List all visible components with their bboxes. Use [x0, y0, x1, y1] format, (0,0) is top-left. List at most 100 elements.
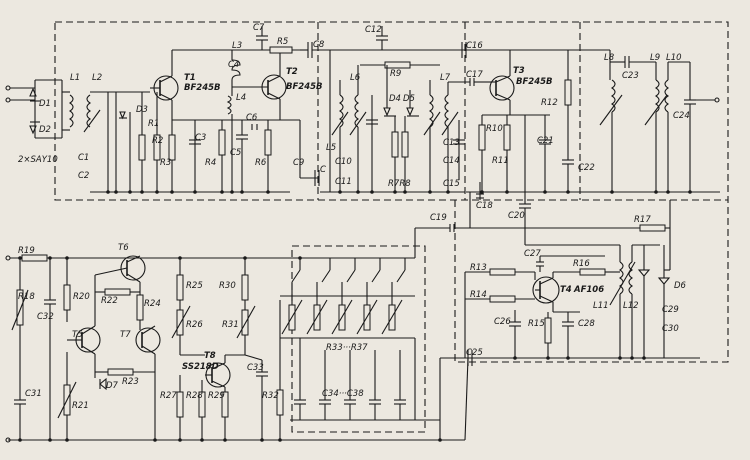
label-T2-type: BF245B — [286, 82, 323, 92]
label-D1: D1 — [39, 99, 51, 109]
label-D7: D7 — [106, 381, 119, 391]
label-R23: R23 — [122, 377, 139, 387]
label-R4: R4 — [205, 158, 216, 168]
label-T3-type: BF245B — [516, 77, 553, 87]
label-R14: R14 — [470, 290, 487, 300]
label-R7R8: R7R8 — [388, 179, 411, 189]
label-L11: L11 — [593, 301, 609, 311]
label-R32: R32 — [262, 391, 279, 401]
label-L4: L4 — [236, 93, 246, 103]
preset-shield — [291, 245, 426, 433]
label-C17: C17 — [466, 70, 483, 80]
label-C2: C2 — [78, 171, 89, 181]
label-L7: L7 — [440, 73, 451, 83]
label-D6: D6 — [674, 281, 687, 291]
label-C20: C20 — [508, 211, 525, 221]
label-R5: R5 — [277, 37, 288, 47]
label-R10: R10 — [486, 124, 503, 134]
label-L3: L3 — [232, 41, 242, 51]
label-C14: C14 — [443, 156, 460, 166]
label-R28: R28 — [186, 391, 203, 401]
label-L1: L1 — [70, 73, 80, 83]
label-L8: L8 — [604, 53, 615, 63]
label-T1: T1 — [184, 73, 196, 83]
label-D5: D5 — [403, 94, 415, 104]
label-C24: C24 — [673, 111, 690, 121]
label-C3: C3 — [195, 133, 206, 143]
label-R29: R29 — [208, 391, 225, 401]
label-C1: C1 — [78, 153, 89, 163]
label-C6: C6 — [246, 113, 258, 123]
label-T8: T8 — [204, 351, 216, 361]
label-T7: T7 — [120, 330, 131, 340]
label-R18: R18 — [18, 292, 35, 302]
label-diode-pair: 2×SAY10 — [18, 155, 58, 165]
label-T1-type: BF245B — [184, 83, 221, 93]
label-R15: R15 — [528, 319, 545, 329]
label-C11: C11 — [335, 177, 352, 187]
label-C18: C18 — [476, 201, 493, 211]
label-R25: R25 — [186, 281, 203, 291]
label-R24: R24 — [144, 299, 161, 309]
label-T4: T4 — [560, 285, 572, 295]
label-R26: R26 — [186, 320, 203, 330]
label-R2: R2 — [152, 136, 163, 146]
label-R11: R11 — [492, 156, 509, 166]
label-C7: C7 — [253, 23, 265, 33]
label-R6: R6 — [255, 158, 267, 168]
label-C8: C8 — [313, 40, 325, 50]
label-C34C38: C34···C38 — [322, 389, 364, 399]
label-R21: R21 — [72, 401, 89, 411]
label-R19: R19 — [18, 246, 35, 256]
label-C30: C30 — [662, 324, 679, 334]
mixer-section — [138, 26, 330, 192]
label-C9: C9 — [293, 158, 304, 168]
label-C28: C28 — [578, 319, 595, 329]
label-C: C — [320, 165, 326, 175]
label-L2: L2 — [92, 73, 102, 83]
label-R12: R12 — [541, 98, 558, 108]
label-C4: C4 — [228, 60, 239, 70]
label-R20: R20 — [73, 292, 90, 302]
label-C32: C32 — [37, 312, 54, 322]
component-labels: D1 D2 2×SAY10 L1 L2 D3 C1 C2 T1 BF245B T… — [18, 23, 690, 411]
label-R3: R3 — [160, 158, 171, 168]
label-T2: T2 — [286, 67, 298, 77]
label-L12: L12 — [623, 301, 639, 311]
rf-filter-section — [320, 26, 510, 193]
label-T5: T5 — [72, 330, 83, 340]
label-C21: C21 — [537, 136, 554, 146]
label-R1: R1 — [148, 119, 159, 129]
label-T6: T6 — [118, 243, 129, 253]
label-R31: R31 — [222, 320, 239, 330]
label-T3: T3 — [513, 66, 525, 76]
label-R27: R27 — [160, 391, 177, 401]
label-R30: R30 — [219, 281, 236, 291]
label-C5: C5 — [230, 148, 241, 158]
label-L6: L6 — [350, 73, 361, 83]
label-L10: L10 — [666, 53, 682, 63]
label-C13: C13 — [443, 138, 460, 148]
label-C29: C29 — [662, 305, 679, 315]
label-C31: C31 — [25, 389, 42, 399]
label-R16: R16 — [573, 259, 590, 269]
label-D3: D3 — [136, 105, 148, 115]
label-C22: C22 — [578, 163, 595, 173]
label-C27: C27 — [524, 249, 541, 259]
label-T4-type: AF106 — [573, 285, 604, 295]
label-R33R37: R33···R37 — [326, 343, 368, 353]
label-L5: L5 — [326, 143, 336, 153]
preset-switch-section — [280, 258, 468, 440]
label-R22: R22 — [101, 296, 118, 306]
label-C16: C16 — [466, 41, 483, 51]
rf-tuner-shield — [54, 21, 729, 201]
label-R17: R17 — [634, 215, 651, 225]
label-L9: L9 — [650, 53, 660, 63]
label-C19: C19 — [430, 213, 447, 223]
label-C23: C23 — [622, 71, 639, 81]
label-C25: C25 — [466, 348, 483, 358]
oscillator-section — [449, 115, 700, 441]
label-C15: C15 — [443, 179, 460, 189]
bandpass-section — [580, 49, 720, 193]
label-C33: C33 — [247, 363, 264, 373]
